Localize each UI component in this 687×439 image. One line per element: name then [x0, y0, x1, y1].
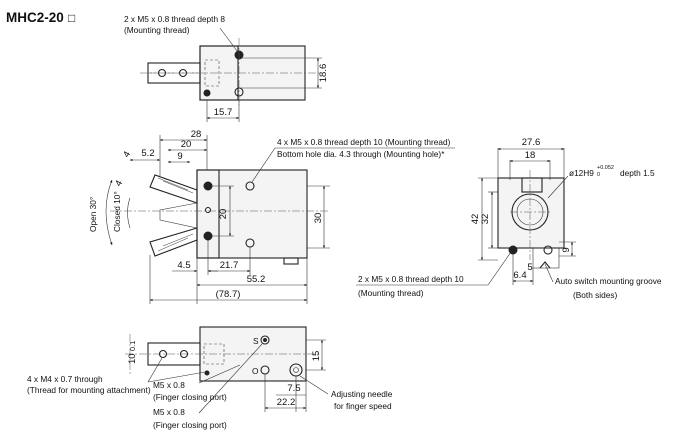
end-view: 27.6 18 ø12H9 +0.052 0 depth 1.5 42 32 9…	[356, 137, 662, 300]
side-view-body	[196, 169, 308, 259]
top-thread-sub: (Mounting thread)	[124, 25, 190, 35]
dim-78-7: (78.7)	[216, 289, 241, 300]
dim-15-7: 15.7	[214, 107, 233, 118]
bottom-view: S O 10 0.1 15 7.5 22.2 4 x M4 x 0.7 thro…	[27, 326, 393, 430]
dim-22-2: 22.2	[277, 397, 296, 408]
dim-4b: 4	[113, 178, 125, 188]
mark-s: S	[253, 336, 259, 346]
closed-angle-label: Closed 10°	[112, 191, 122, 232]
bore-tol-upper: +0.052	[597, 165, 614, 171]
top-thread-note: 2 x M5 x 0.8 thread depth 8	[124, 14, 225, 24]
bore-tol-lower: 0	[597, 172, 600, 178]
title-box-glyph: □	[68, 11, 75, 25]
top-view: 2 x M5 x 0.8 thread depth 8 (Mounting th…	[124, 14, 329, 122]
end-thread-sub: (Mounting thread)	[358, 288, 424, 298]
dim-4a: 4	[121, 149, 133, 159]
dim-21-7: 21.7	[220, 260, 239, 271]
mark-o: O	[252, 366, 259, 376]
dim-42: 42	[470, 214, 481, 225]
port2-sub: (Finger closing port)	[153, 420, 227, 430]
end-view-body	[497, 177, 565, 249]
side-hole-note: Bottom hole dia. 4.3 through (Mounting h…	[277, 149, 445, 159]
dim-18-6: 18.6	[318, 64, 329, 83]
open-angle-label: Open 30°	[88, 197, 98, 232]
dim-5-end: 5	[527, 262, 532, 273]
end-thread-note: 2 x M5 x 0.8 thread depth 10	[358, 274, 464, 284]
groove-note: Auto switch mounting groove	[555, 276, 662, 286]
bore-depth: depth 1.5	[620, 168, 655, 178]
finger-open-upper	[149, 174, 198, 204]
dim-30: 30	[313, 213, 324, 224]
groove-sub: (Both sides)	[573, 290, 618, 300]
finger-open-lower	[149, 227, 198, 257]
bore-main: ø12H9	[569, 168, 594, 178]
side-view: 28 20 5.2 9 4 4 Open 30° Closed 10° 4 x …	[88, 129, 455, 304]
needle-sub: for finger speed	[334, 401, 392, 411]
dim-9-end: 9	[561, 247, 572, 252]
bottom-thread-note: 4 x M4 x 0.7 through	[27, 374, 103, 384]
dim-6-4: 6.4	[513, 270, 526, 281]
needle-note: Adjusting needle	[331, 389, 393, 399]
dim-7-5: 7.5	[287, 383, 300, 394]
dim-20: 20	[181, 139, 192, 150]
dim-5-2: 5.2	[141, 148, 154, 159]
dim-9: 9	[177, 151, 182, 162]
dim-20-vert: 20	[218, 209, 229, 220]
dim-4-5: 4.5	[177, 260, 190, 271]
dim-15: 15	[311, 351, 322, 362]
dim-28: 28	[191, 129, 202, 140]
port2-label: M5 x 0.8	[153, 407, 185, 417]
side-thread-note: 4 x M5 x 0.8 thread depth 10 (Mounting t…	[277, 137, 451, 147]
dim-32: 32	[480, 214, 491, 225]
port1-label: M5 x 0.8	[153, 380, 185, 390]
port1-sub: (Finger closing port)	[153, 392, 227, 402]
dim-18-end: 18	[525, 150, 536, 161]
dim-0-1: 0.1	[128, 341, 137, 351]
model-title: MHC2-20	[6, 10, 64, 25]
bottom-thread-sub: (Thread for mounting attachment)	[27, 385, 151, 395]
dim-55-2: 55.2	[247, 274, 266, 285]
dim-27-6: 27.6	[522, 137, 541, 148]
dim-10: 10	[127, 353, 138, 364]
